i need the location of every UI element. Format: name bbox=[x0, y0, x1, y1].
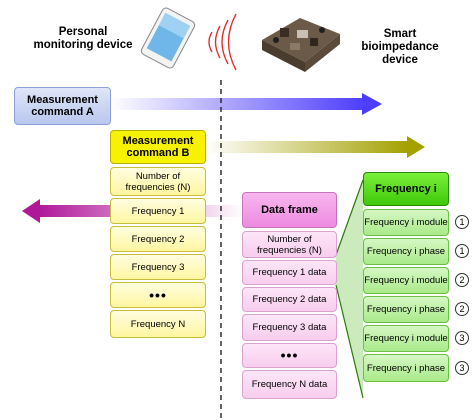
data-frame-item: Frequency 1 data bbox=[242, 260, 337, 285]
tablet-icon bbox=[140, 7, 196, 69]
arrow-command-a bbox=[110, 93, 382, 115]
order-badge: 1 bbox=[455, 244, 469, 258]
command-b-item: Frequency N bbox=[110, 310, 206, 338]
command-b-item: Frequency 3 bbox=[110, 254, 206, 280]
frequency-i-item: Frequency i phase bbox=[363, 238, 449, 265]
wireless-signal-icon bbox=[208, 13, 237, 71]
command-b-ellipsis: ••• bbox=[110, 282, 206, 308]
command-b-item: Frequency 1 bbox=[110, 198, 206, 224]
data-frame-item: Frequency 2 data bbox=[242, 287, 337, 312]
data-frame-item: Frequency N data bbox=[242, 370, 337, 399]
order-badge: 3 bbox=[455, 331, 469, 345]
command-b-item: Number of frequencies (N) bbox=[110, 167, 206, 196]
measurement-command-a: Measurement command A bbox=[14, 87, 111, 125]
frequency-i-item: Frequency i phase bbox=[363, 296, 449, 323]
frequency-i-item: Frequency i module bbox=[363, 325, 449, 352]
frequency-i-item: Frequency i phase bbox=[363, 354, 449, 382]
personal-device-label: Personal monitoring device bbox=[33, 26, 133, 51]
order-badge: 2 bbox=[455, 302, 469, 316]
expansion-connector bbox=[336, 180, 363, 398]
arrow-command-b bbox=[205, 136, 425, 158]
order-badge: 2 bbox=[455, 273, 469, 287]
frequency-i-item: Frequency i module bbox=[363, 267, 449, 294]
frequency-i-item: Frequency i module bbox=[363, 209, 449, 236]
smart-device-label: Smart bioimpedance device bbox=[361, 28, 439, 66]
order-badge: 1 bbox=[455, 215, 469, 229]
bioimpedance-device-icon bbox=[262, 18, 340, 72]
data-frame-header: Data frame bbox=[242, 192, 337, 228]
data-frame-item: Frequency 3 data bbox=[242, 314, 337, 341]
data-frame-ellipsis: ••• bbox=[242, 343, 337, 368]
order-badge: 3 bbox=[455, 361, 469, 375]
command-b-item: Frequency 2 bbox=[110, 226, 206, 252]
frequency-i-header: Frequency i bbox=[363, 172, 449, 206]
measurement-command-b-header: Measurement command B bbox=[110, 130, 206, 164]
data-frame-item: Number of frequencies (N) bbox=[242, 231, 337, 258]
